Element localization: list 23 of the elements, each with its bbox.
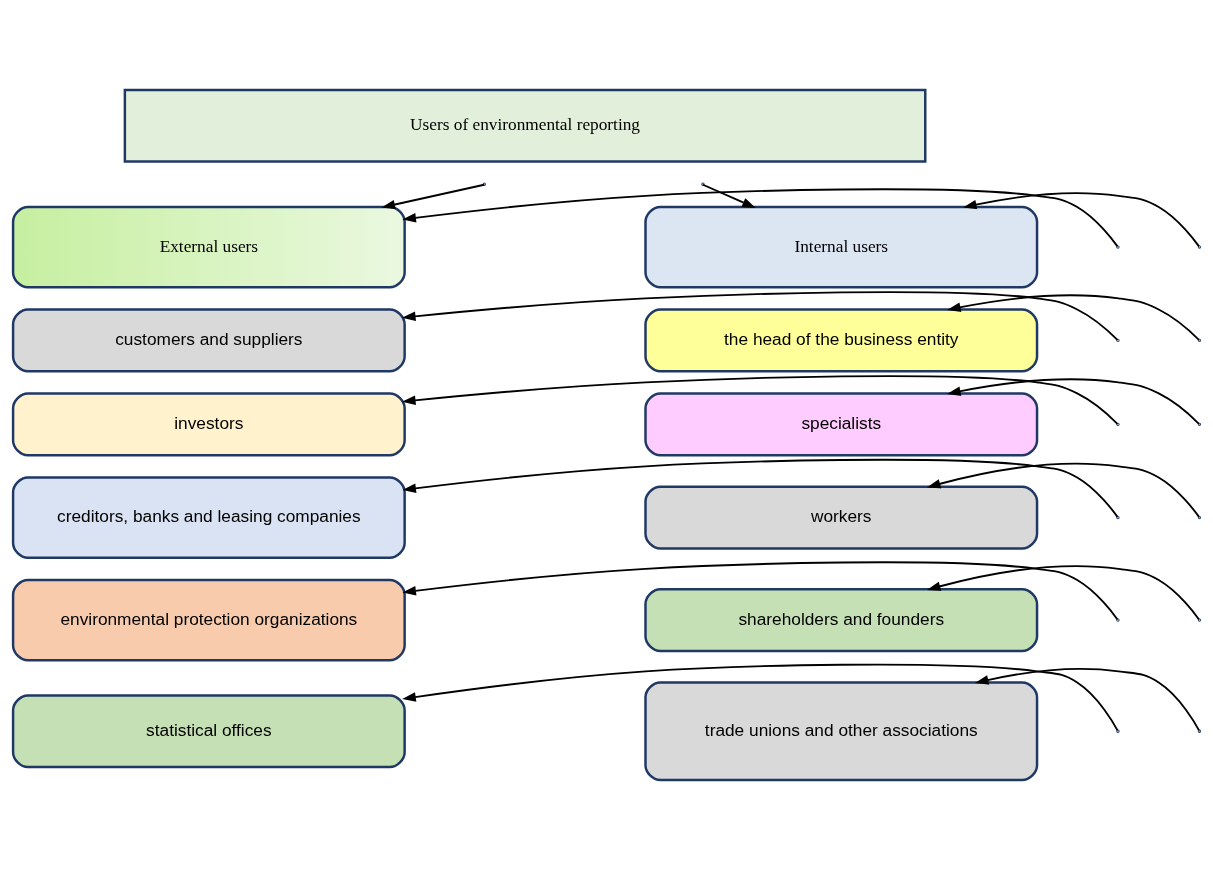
node-box: investors: [11, 392, 406, 457]
arrow: [381, 183, 486, 210]
node-box: customers and suppliers: [11, 308, 406, 373]
node-box: Users of environmental reporting: [123, 88, 927, 163]
node-box: statistical offices: [11, 694, 406, 769]
node-box: shareholders and founders: [644, 588, 1039, 653]
arrow: [702, 183, 756, 209]
arrow: [974, 668, 1200, 732]
node-box: External users: [11, 205, 406, 289]
arrow: [947, 378, 1200, 425]
arrow: [402, 663, 1119, 732]
arrow: [401, 291, 1119, 341]
node-box: specialists: [644, 392, 1039, 457]
node-box: creditors, banks and leasing companies: [11, 476, 406, 559]
arrow: [926, 462, 1200, 518]
arrow: [401, 375, 1119, 425]
node-box: workers: [644, 485, 1039, 550]
node-box: the head of the business entity: [644, 308, 1039, 373]
node-box: environmental protection organizations: [11, 578, 406, 662]
node-box: Internal users: [644, 205, 1039, 289]
arrow: [402, 458, 1119, 518]
arrow: [947, 294, 1200, 341]
node-box: trade unions and other associations: [644, 681, 1039, 782]
